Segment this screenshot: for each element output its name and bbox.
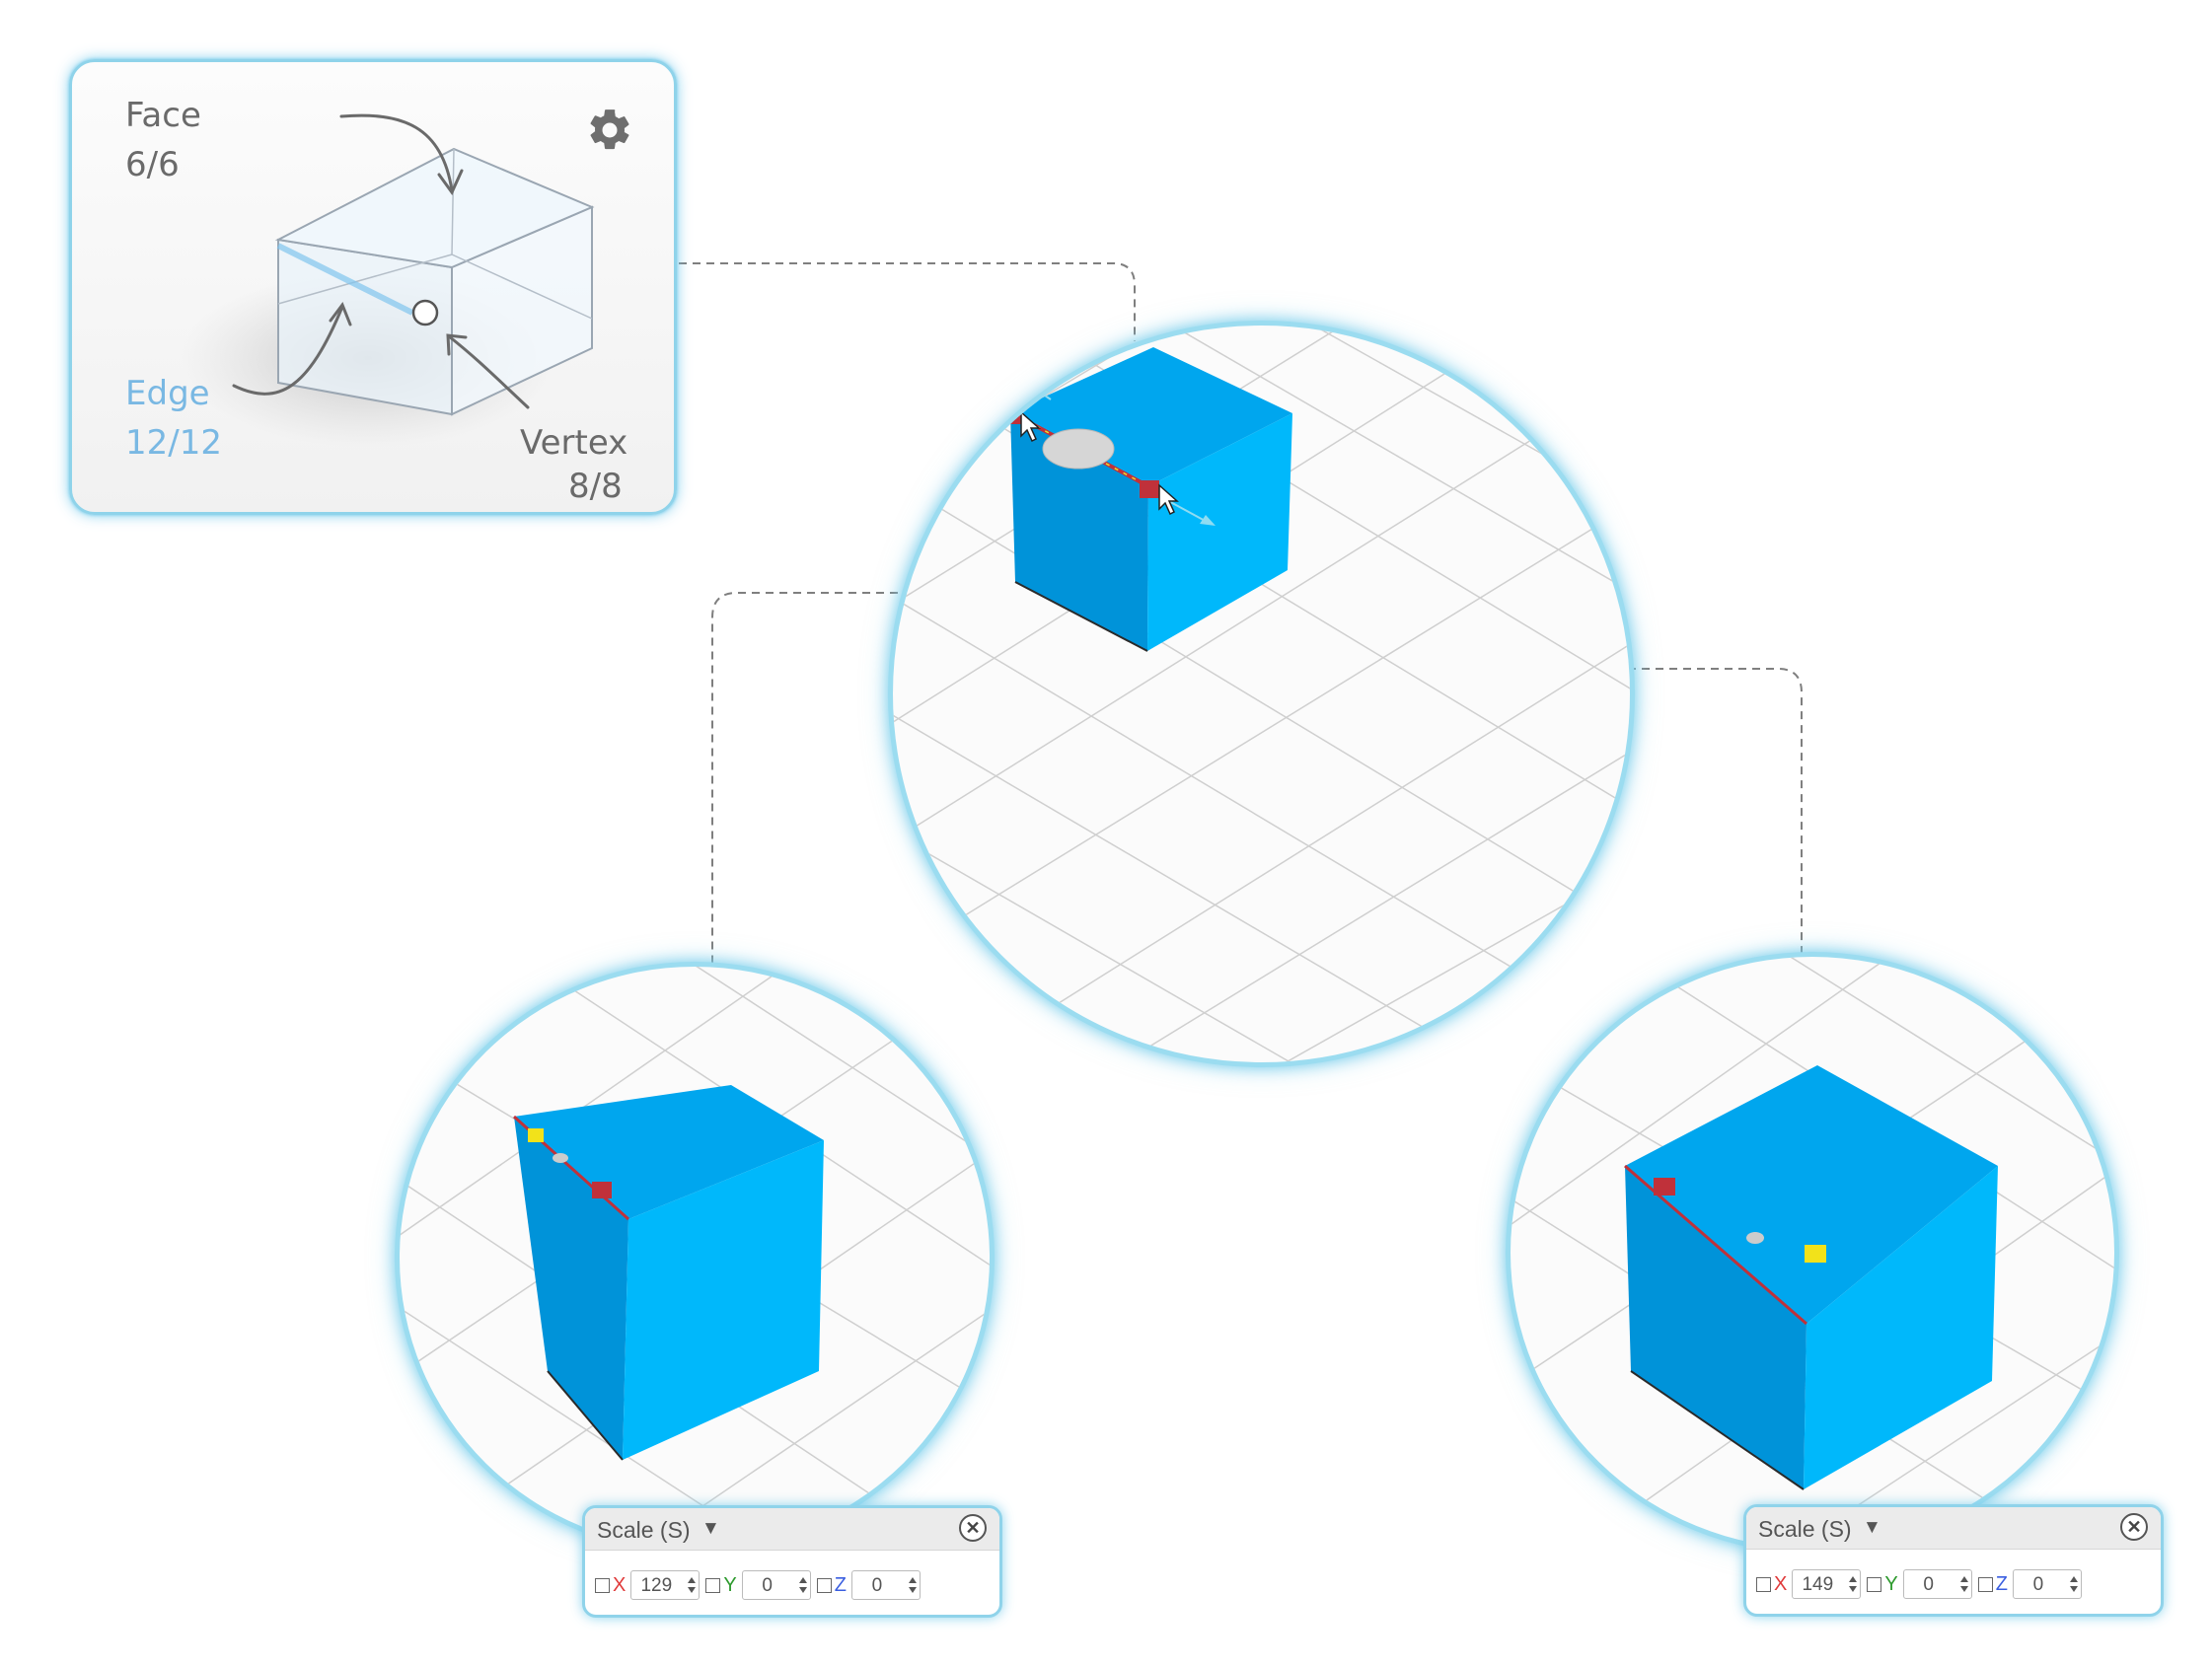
cube-top-face xyxy=(1625,1065,1998,1324)
cube-right-face xyxy=(1804,1166,1998,1489)
y-axis-label: Y xyxy=(1884,1572,1898,1595)
x-checkbox[interactable] xyxy=(595,1577,610,1593)
x-scale-input[interactable]: 129 xyxy=(630,1570,700,1600)
edge-endpoint-handle-2 xyxy=(1140,480,1159,498)
magnifier-scaled-left xyxy=(395,962,995,1554)
red-handle xyxy=(1654,1178,1675,1195)
highlighted-edge xyxy=(276,243,414,316)
z-axis-label: Z xyxy=(1995,1572,2008,1595)
cube-top-face xyxy=(1010,347,1292,486)
edge-midpoint-handle xyxy=(1042,428,1115,470)
z-scale-input[interactable]: 0 xyxy=(850,1570,921,1600)
connector-panel-to-top xyxy=(679,262,1136,341)
y-scale-input[interactable]: 0 xyxy=(1902,1569,1972,1599)
red-handle xyxy=(592,1182,612,1198)
cube-left-face xyxy=(514,1117,628,1460)
box-illustration xyxy=(181,113,595,447)
face-arrow xyxy=(339,113,454,192)
z-checkbox[interactable] xyxy=(816,1577,832,1593)
y-checkbox[interactable] xyxy=(705,1577,721,1593)
dropdown-triangle-icon[interactable]: ▼ xyxy=(1863,1517,1881,1538)
yellow-handle xyxy=(1805,1245,1826,1263)
scale-panel-title: Scale (S) xyxy=(597,1517,691,1543)
edge-endpoint-handle-1 xyxy=(1001,406,1021,424)
x-checkbox[interactable] xyxy=(1756,1576,1771,1592)
x-scale-input[interactable]: 149 xyxy=(1792,1569,1862,1599)
face-mode-count: 6/6 xyxy=(125,145,180,184)
vertex-mode-label[interactable]: Vertex xyxy=(520,423,628,463)
edge-arrow xyxy=(232,305,344,396)
x-axis-label: X xyxy=(613,1573,627,1596)
cube-right-face xyxy=(623,1140,824,1460)
scale-fields: X 149 Y 0 Z 0 xyxy=(1756,1568,2088,1600)
z-axis-label: Z xyxy=(834,1573,847,1596)
y-scale-input[interactable]: 0 xyxy=(741,1570,811,1600)
vertex-marker xyxy=(411,299,439,326)
close-circle-icon[interactable]: ✕ xyxy=(2120,1513,2148,1541)
y-checkbox[interactable] xyxy=(1867,1576,1882,1592)
scale-panel-title: Scale (S) xyxy=(1758,1516,1852,1542)
close-circle-icon[interactable]: ✕ xyxy=(959,1514,987,1542)
connector-top-to-left xyxy=(711,592,1077,967)
z-checkbox[interactable] xyxy=(1977,1576,1993,1592)
edge-direction-arrow-2 xyxy=(1200,515,1216,526)
z-scale-input[interactable]: 0 xyxy=(2012,1569,2082,1599)
selection-mode-panel: Face 6/6 Edge 12/12 Vertex 8/8 xyxy=(69,59,677,515)
connector-top-to-right xyxy=(1241,668,1803,955)
box-front-face xyxy=(277,238,453,416)
cube-left-face xyxy=(1625,1166,1806,1489)
edge-mode-count: 12/12 xyxy=(125,423,222,463)
dropdown-triangle-icon[interactable]: ▼ xyxy=(701,1518,720,1539)
magnifier-scaled-right xyxy=(1506,952,2119,1554)
face-mode-label[interactable]: Face xyxy=(125,96,201,135)
scale-panel-header: Scale (S) ▼ ✕ xyxy=(1746,1507,2161,1550)
mouse-pointer-icon xyxy=(1020,410,1041,443)
cube-left-face xyxy=(1010,412,1148,651)
cube-right-face xyxy=(1147,413,1292,651)
y-axis-label: Y xyxy=(723,1573,737,1596)
yellow-handle xyxy=(528,1128,544,1142)
vertex-mode-count: 8/8 xyxy=(568,467,623,506)
scale-panel-right: Scale (S) ▼ ✕ X 149 Y 0 Z 0 xyxy=(1743,1504,2164,1617)
vertex-arrow xyxy=(447,334,530,409)
magnifier-edge-selected xyxy=(888,321,1635,1067)
scale-fields: X 129 Y 0 Z 0 xyxy=(595,1569,926,1601)
scale-panel-left: Scale (S) ▼ ✕ X 129 Y 0 Z 0 xyxy=(582,1505,1002,1618)
edge-direction-arrow-1 xyxy=(992,360,1007,373)
mouse-pointer-icon-2 xyxy=(1158,483,1179,516)
scale-panel-header: Scale (S) ▼ ✕ xyxy=(585,1508,999,1551)
x-axis-label: X xyxy=(1774,1572,1788,1595)
box-top-face xyxy=(274,147,595,269)
gear-icon[interactable] xyxy=(585,106,634,155)
